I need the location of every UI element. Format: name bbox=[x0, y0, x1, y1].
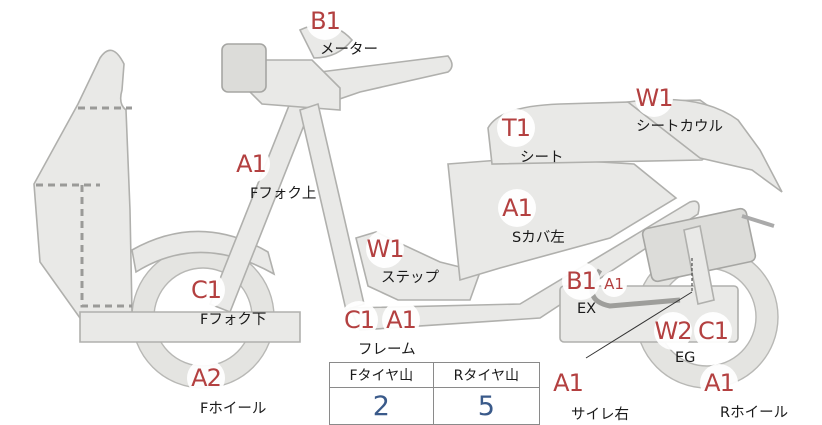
handlebar bbox=[319, 55, 453, 106]
front-fork-lower-label: Fフォク下 bbox=[200, 312, 267, 328]
seat-marker: T1 bbox=[497, 109, 535, 147]
seat-cowl-marker: W1 bbox=[635, 79, 674, 117]
front-tread-header: Fタイヤ山 bbox=[329, 362, 434, 388]
floor-panel bbox=[79, 311, 301, 343]
frame-tube bbox=[299, 102, 365, 312]
front-wheel-label: Fホイール bbox=[200, 401, 267, 417]
headlight bbox=[221, 43, 267, 93]
exhaust-marker-a1: A1 bbox=[601, 271, 627, 297]
rear-wheel-marker: A1 bbox=[700, 364, 738, 402]
engine-label: EG bbox=[675, 350, 696, 366]
frame-marker-a1: A1 bbox=[382, 301, 420, 339]
muffler-right-marker: A1 bbox=[549, 364, 587, 402]
side-cover-left-label: Sカバ左 bbox=[512, 230, 565, 246]
step-label: ステップ bbox=[381, 270, 439, 286]
frame-label: フレーム bbox=[358, 342, 416, 358]
meter-label: メーター bbox=[320, 42, 378, 58]
rear-tread-header: Rタイヤ山 bbox=[432, 362, 541, 388]
front-wheel-marker: A2 bbox=[187, 359, 225, 397]
step-marker: W1 bbox=[366, 230, 405, 268]
front-tread-value: 2 bbox=[329, 387, 434, 425]
rear-tread-value: 5 bbox=[432, 387, 541, 425]
seat-label: シート bbox=[520, 150, 564, 166]
exhaust-label: EX bbox=[577, 301, 597, 317]
front-fork-upper-label: Fフォク上 bbox=[250, 186, 317, 202]
seat-cowl-label: シートカウル bbox=[636, 119, 723, 135]
rear-wheel-label: Rホイール bbox=[720, 405, 789, 421]
side-cover bbox=[447, 159, 678, 282]
meter-marker: B1 bbox=[306, 2, 344, 40]
frame-marker-c1: C1 bbox=[340, 301, 378, 339]
engine-marker-c1: C1 bbox=[694, 312, 732, 350]
side-cover-left-marker: A1 bbox=[498, 189, 536, 227]
pointer-line-2 bbox=[585, 291, 693, 359]
front-fork-lower-marker: C1 bbox=[187, 271, 225, 309]
engine-block bbox=[559, 285, 739, 343]
engine-marker-w2: W2 bbox=[654, 312, 693, 350]
exhaust-marker-b1: B1 bbox=[562, 262, 600, 300]
suspension-rod bbox=[683, 225, 715, 305]
tire-tread-table: Fタイヤ山 Rタイヤ山 2 5 bbox=[329, 362, 541, 425]
front-fork-upper-marker: A1 bbox=[232, 145, 270, 183]
muffler-right-label: サイレ右 bbox=[571, 407, 629, 423]
cowl-panel-lines bbox=[36, 106, 132, 308]
bracket-stub bbox=[741, 214, 775, 228]
